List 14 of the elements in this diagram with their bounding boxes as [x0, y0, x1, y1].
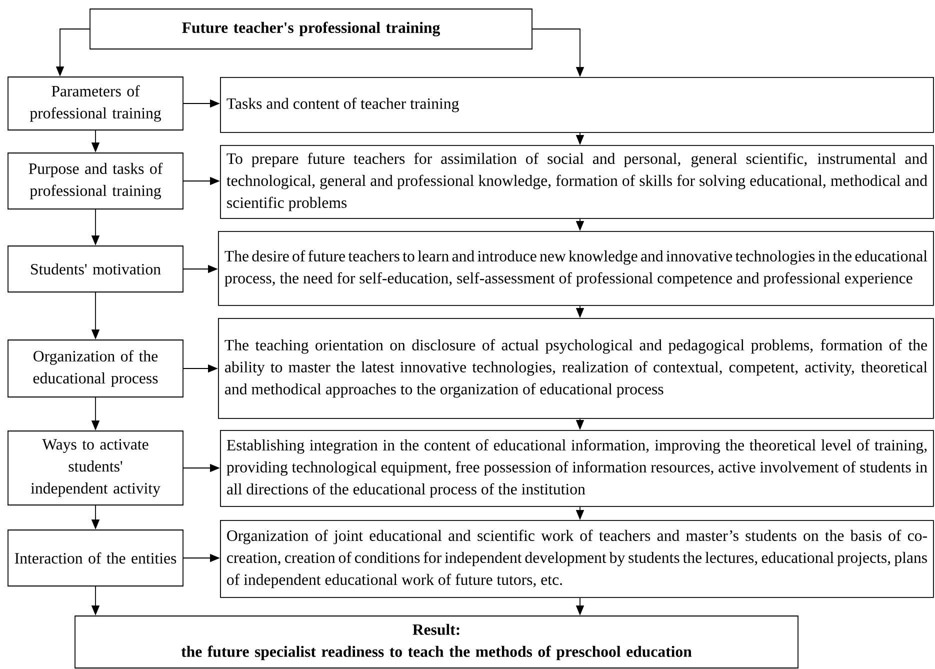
parameter-box: Parameters of professional training — [8, 76, 184, 130]
title-box: Future teacher's professional training — [90, 8, 532, 50]
parameter-box: Students' motivation — [8, 246, 184, 292]
parameter-box: Purpose and tasks of professional training — [8, 152, 184, 210]
parameter-box: Ways to activate students' independent activity — [8, 430, 184, 506]
description-box: The teaching orientation on disclosure of actual psychological and pedagogical problems, formation of the ability to master the latest innovative technologies, realization of contextual, competent, activity, theoretical and methodical approaches to the organization of educational process — [218, 318, 934, 419]
description-box: Organization of joint educational and scientific work of teachers and master’s students on the basis of co-creation, creation of conditions for independent development by students the lectures, educational projects, plans of independent educational work of future tutors, etc. — [220, 520, 934, 598]
parameter-box: Interaction of the entities — [8, 530, 184, 586]
description-box: To prepare future teachers for assimilation of social and personal, general scientific, instrumental and technological, general and professional knowledge, formation of skills for solving educational, methodical and scientific problems — [220, 145, 934, 219]
description-box: Tasks and content of teacher training — [220, 77, 934, 133]
parameter-box: Organization of the educational process — [8, 340, 184, 398]
result-box: Result: the future specialist readiness to teach the methods of preschool education — [74, 616, 798, 668]
description-box: Establishing integration in the content of educational information, improving the theoretical level of training, providing technological equipment, free possession of information resources, active involvement of students in all directions of the educational process of the institution — [220, 430, 934, 507]
description-box: The desire of future teachers to learn and introduce new knowledge and innovative technologies in the educational process, the need for self-education, self-assessment of professional competence and professional experience — [218, 231, 934, 306]
